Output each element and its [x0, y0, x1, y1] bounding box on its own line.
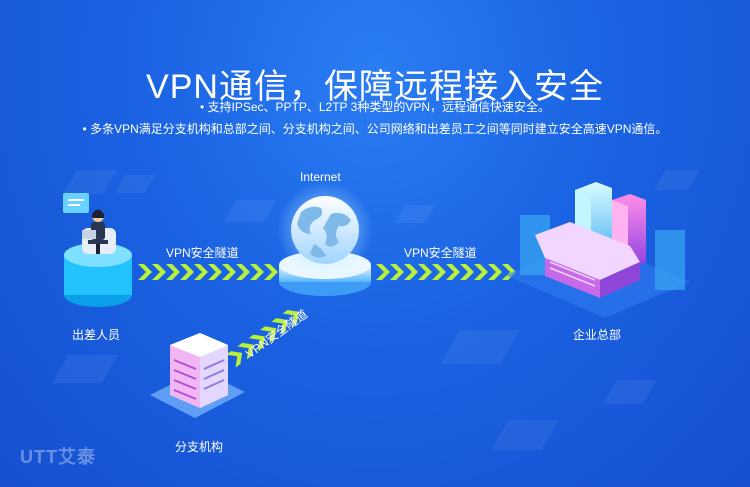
bullet-item: • 支持IPSec、PPTP、L2TP 3种类型的VPN，远程通信快速安全。: [199, 100, 551, 114]
branch-label: 分支机构: [175, 440, 224, 454]
hq-label: 企业总部: [573, 328, 622, 342]
branch-building-icon: [170, 333, 228, 408]
tunnel-right-label: VPN安全隧道: [404, 246, 477, 260]
internet-label: Internet: [300, 170, 341, 184]
hq-node: [505, 182, 690, 318]
tunnel-left-label: VPN安全隧道: [166, 246, 239, 260]
chat-bubble-icon: [63, 193, 89, 213]
traveler-node: [63, 193, 132, 307]
tunnel-arrow-left: [138, 264, 278, 280]
globe-icon: [291, 196, 359, 264]
tunnel-arrow-right: [376, 264, 516, 280]
hq-buildings-icon: [520, 182, 685, 298]
traveler-label: 出差人员: [72, 328, 121, 342]
page-title: VPN通信，保障远程接入安全: [146, 67, 604, 106]
feature-bullets: • 支持IPSec、PPTP、L2TP 3种类型的VPN，远程通信快速安全。 •…: [0, 96, 750, 140]
internet-node: [277, 182, 373, 296]
bullet-item: • 多条VPN满足分支机构和总部之间、分支机构之间、公司网络和出差员工之间等同时…: [82, 122, 668, 136]
person-icon: [82, 209, 116, 254]
tunnel-arrow-branch: [226, 309, 299, 368]
brand-logo: UTT艾泰: [20, 447, 96, 467]
branch-node: [150, 333, 245, 418]
